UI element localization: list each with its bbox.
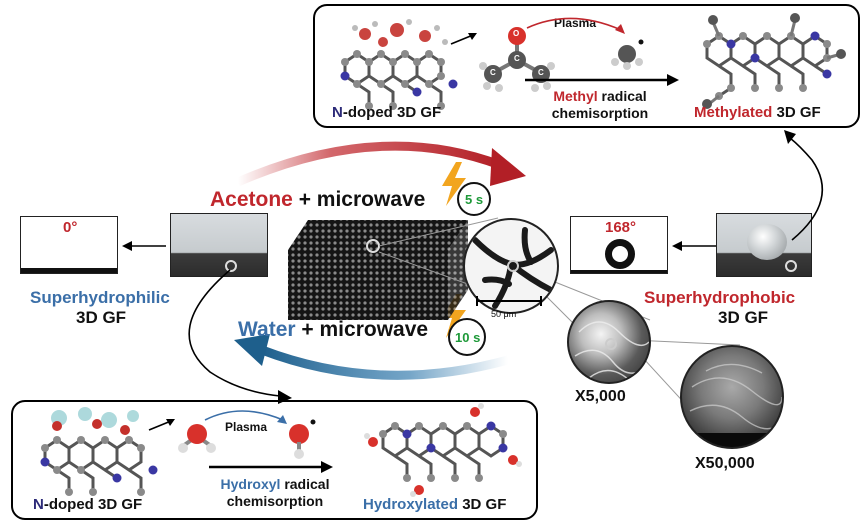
hydroxyl-radical-word: radical (280, 476, 330, 492)
zoom-marker (225, 260, 237, 272)
hydrophobic-photo (716, 213, 812, 277)
acetone-microwave-label: Acetone + microwave (210, 188, 425, 212)
acetone-molecule (479, 27, 555, 92)
superhydrophobic-3dgf-label: 3D GF (718, 308, 769, 327)
ndoped-label-bottom: N-doped 3D GF (33, 496, 142, 513)
methyl-step-label: Methyl radical chemisorption (541, 88, 659, 122)
hydroxylated-label: Hydroxylated 3D GF (363, 496, 506, 513)
arrow-to-water (148, 419, 175, 431)
sem-image-5000 (567, 300, 651, 384)
superhydrophobic-label: Superhydrophobic (644, 288, 796, 307)
hydroxyl-chemisorption-word: chemisorption (226, 493, 324, 509)
hydroxylated-graphene (364, 403, 522, 497)
water-droplet (605, 239, 635, 269)
plasma-label-bottom: Plasma (225, 420, 268, 434)
stopwatch-time-5: 5 s (465, 192, 484, 207)
superhydrophilic-label: Superhydrophilic (30, 288, 170, 307)
acetone-c-label-right: C (538, 68, 544, 77)
water-microwave-label: Water + microwave (238, 318, 428, 342)
scale-bar-label: 50 μm (491, 309, 517, 319)
lightning-bolt-icon (442, 162, 466, 206)
plasma-arrow-bottom (204, 410, 287, 424)
substrate-line (571, 270, 667, 273)
contact-angle-168-box: 168° (570, 216, 668, 274)
contact-angle-0-box: 0° (20, 216, 118, 274)
hydroxylated-word: Hydroxylated (363, 496, 459, 513)
acetone-o-label: O (513, 29, 520, 38)
ndoped-rest-top: -doped 3D GF (342, 104, 442, 121)
contact-angle-168: 168° (605, 219, 637, 236)
ndoped-rest-bottom: -doped 3D GF (43, 496, 143, 513)
flat-water-film (21, 268, 117, 273)
methyl-chemisorption-word: chemisorption (551, 105, 649, 121)
ndoped-n-bottom: N (33, 496, 44, 513)
zoom-marker (785, 260, 797, 272)
hydroxylation-panel: Plasma Hydroxyl radical chemisorption N-… (11, 400, 538, 520)
water-microwave-word: + microwave (295, 318, 429, 341)
hydroxylated-rest: 3D GF (458, 496, 507, 513)
plasma-arrow-top (526, 17, 625, 34)
mag-5000-label: X5,000 (575, 388, 626, 405)
stopwatch-time-10: 10 s (455, 330, 481, 345)
hydrophilic-photo (170, 213, 268, 277)
water-word: Water (238, 318, 296, 341)
ndoped-graphene-top (340, 19, 458, 110)
stopwatch-icon: 5 s (457, 182, 491, 216)
methyl-word: Methyl (553, 88, 598, 104)
superhydrophilic-3dgf-label: 3D GF (76, 308, 127, 327)
water-molecule (178, 424, 216, 453)
scale-bar (476, 296, 542, 306)
contact-angle-0: 0° (63, 219, 78, 236)
arrow-to-168-box (672, 241, 716, 251)
arrow-to-acetone (450, 33, 477, 45)
mag-50000-label: X50,000 (695, 455, 755, 472)
acetone-microwave-word: + microwave (292, 188, 426, 211)
ndoped-n-top: N (332, 104, 343, 121)
ndoped-graphene-bottom (40, 407, 158, 496)
methyl-radical-molecule (611, 39, 644, 70)
hydroxyl-step-label: Hydroxyl radical chemisorption (211, 476, 339, 510)
methyl-radical-word: radical (597, 88, 647, 104)
methylated-word: Methylated (694, 104, 773, 121)
droplet-photo (747, 224, 787, 260)
hydroxyl-radical-molecule (289, 419, 316, 459)
acetone-c-label-left: C (490, 68, 496, 77)
hydroxyl-reaction-arrow (209, 461, 333, 473)
acetone-c-label: C (514, 54, 520, 63)
graphene-foam-block (288, 220, 468, 320)
methylation-panel: O C C C Plasma Methyl radical chemisorpt… (313, 4, 860, 128)
lightning-bolt-icon (442, 294, 466, 338)
methyl-reaction-arrow (525, 74, 679, 86)
hydroxyl-word: Hydroxyl (220, 476, 281, 492)
acetone-word: Acetone (210, 188, 293, 211)
methylated-rest: 3D GF (772, 104, 821, 121)
sem-image-50000 (680, 345, 784, 449)
methylated-label: Methylated 3D GF (694, 104, 821, 121)
ndoped-label-top: N-doped 3D GF (332, 104, 441, 121)
foam-network-zoom (463, 218, 559, 314)
stopwatch-icon: 10 s (448, 318, 486, 356)
arrow-to-0-box (122, 241, 166, 251)
methylated-graphene (702, 13, 846, 109)
